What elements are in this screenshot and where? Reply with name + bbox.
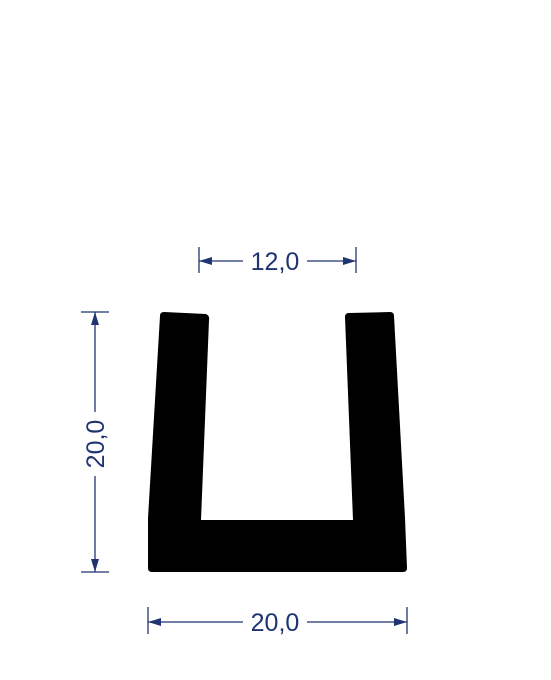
arrowhead-right-icon: [343, 257, 356, 265]
inner-width-label: 12,0: [251, 248, 300, 276]
height-dimension: 20,0: [81, 311, 110, 573]
arrowhead-right-icon: [394, 618, 407, 626]
height-label: 20,0: [82, 420, 110, 469]
arrowhead-left-icon: [199, 257, 212, 265]
arrowhead-top-icon: [91, 312, 99, 325]
u-channel-profile: [148, 312, 407, 572]
arrowhead-left-icon: [148, 618, 161, 626]
inner-width-dimension: 12,0: [198, 247, 357, 276]
outer-width-dimension: 20,0: [147, 607, 408, 637]
outer-width-label: 20,0: [251, 609, 300, 637]
arrowhead-bottom-icon: [91, 559, 99, 572]
